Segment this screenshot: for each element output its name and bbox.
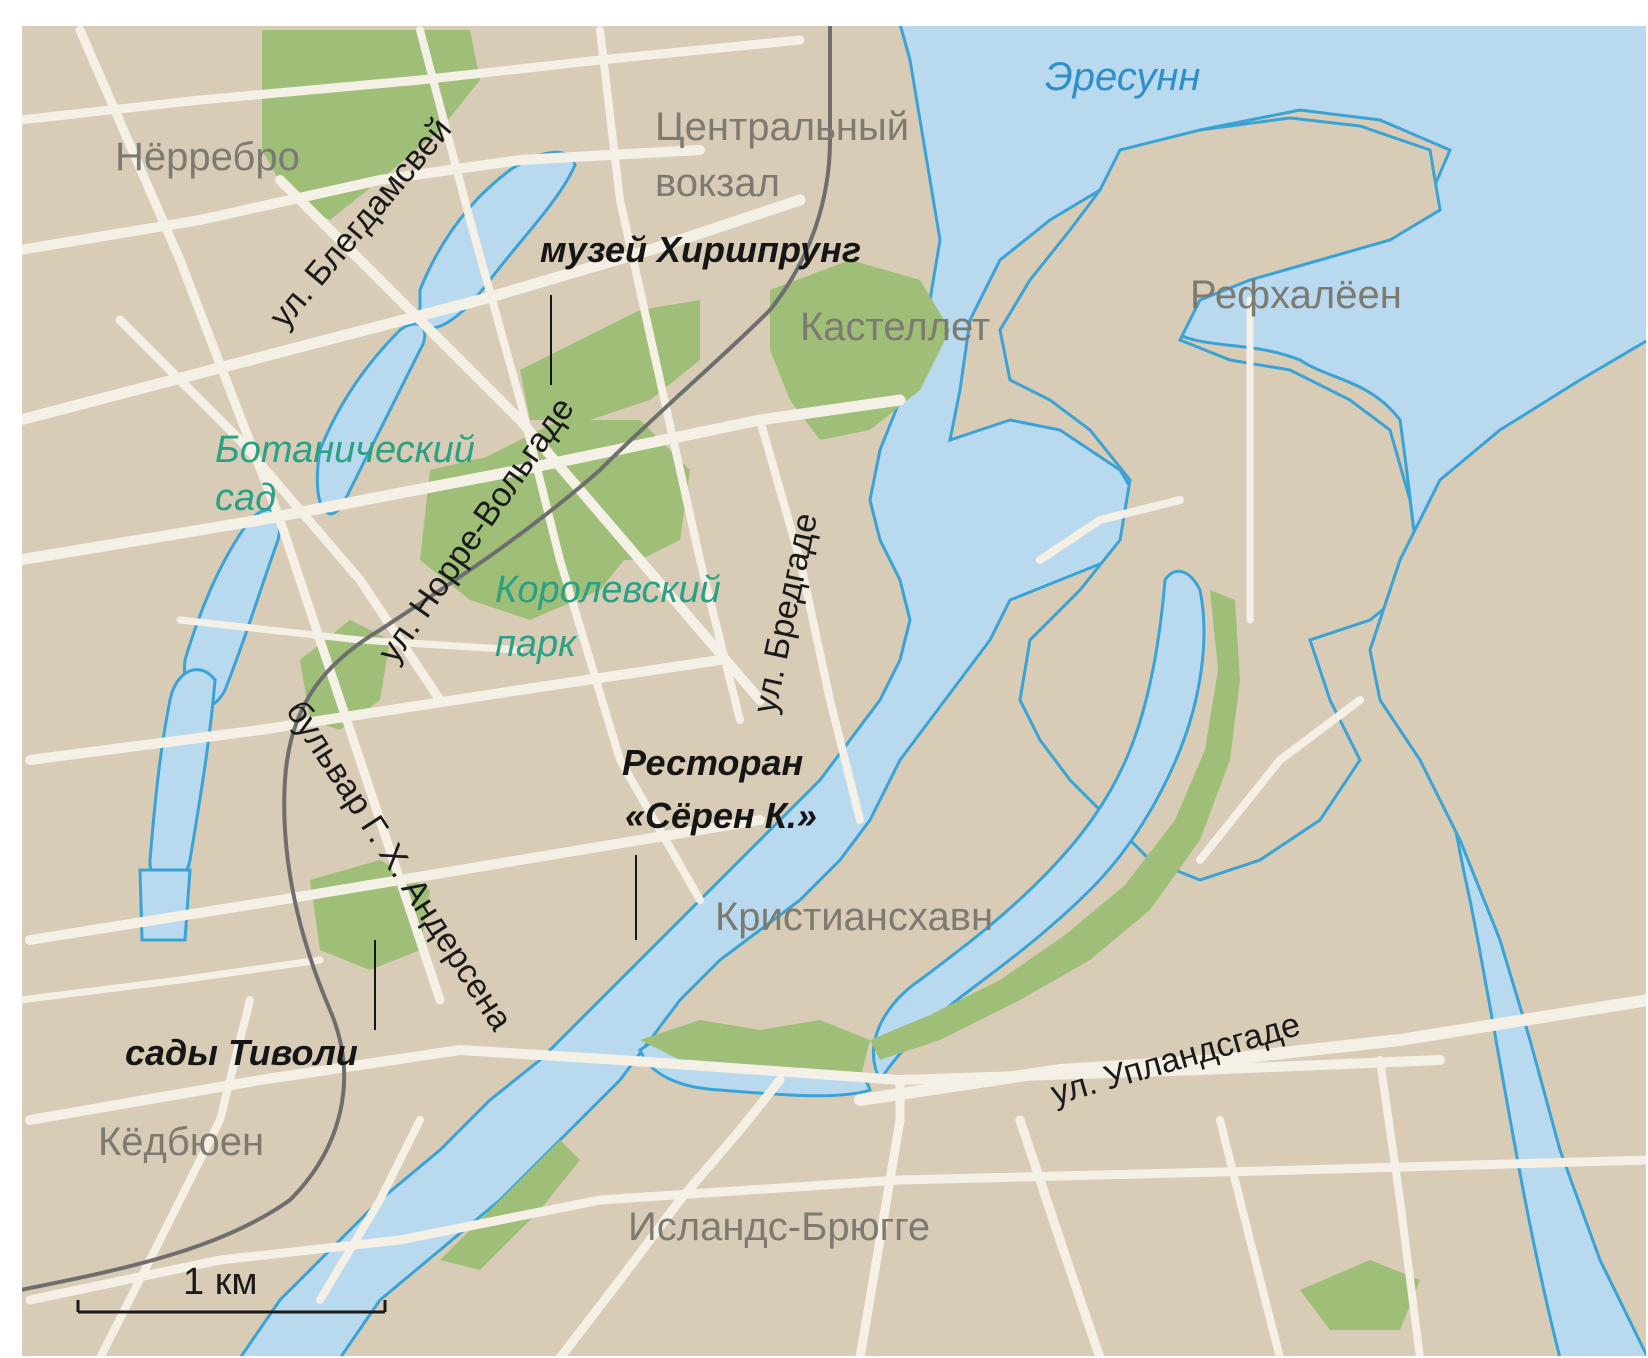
oresund-label: Эресунн (1045, 55, 1200, 99)
park-christianshavn-wall (870, 590, 1240, 1060)
poi-restaurant-1: Ресторан (622, 742, 804, 783)
park-label-royal-2: парк (495, 623, 578, 665)
park-label-botanical-2: сад (215, 477, 276, 519)
map-border (18, 22, 1648, 1358)
scale-bar: 1 км (76, 1261, 387, 1314)
district-refshaleoen: Рефхалёен (1190, 273, 1402, 317)
park-islands-brygge (440, 1140, 580, 1270)
scale-label: 1 км (183, 1261, 257, 1303)
district-central-station-1: Центральный (655, 105, 909, 149)
lake-mid (315, 322, 427, 516)
poi-hirschsprung: музей Хиршпрунг (540, 229, 861, 270)
poi-restaurant-2: «Сёрен К.» (625, 795, 817, 836)
district-kodbyen: Кёдбюен (98, 1120, 264, 1164)
district-christianshavn: Кристиансхавн (715, 895, 993, 939)
lake-bottom (138, 868, 192, 942)
park-kastellet (770, 260, 950, 440)
district-norrebro: Нёрребро (115, 135, 300, 179)
railway-line (20, 24, 832, 1292)
refshaleoen-island (998, 116, 1442, 882)
road-network (20, 25, 1648, 1358)
christianshavn-canal (872, 569, 1206, 1083)
park-label-botanical-1: Ботанический (215, 429, 475, 471)
park-hirschsprung (520, 300, 700, 420)
lake-north (418, 150, 577, 330)
amager-land (1368, 338, 1648, 1358)
park-label-royal-1: Королевский (495, 569, 721, 611)
park-amager-south (1300, 1260, 1420, 1330)
district-central-station-2: вокзал (655, 161, 780, 205)
district-islands-brygge: Исландс-Брюгге (628, 1205, 930, 1249)
district-kastellet: Кастеллет (800, 305, 990, 349)
poi-tivoli: сады Тиволи (125, 1032, 358, 1073)
